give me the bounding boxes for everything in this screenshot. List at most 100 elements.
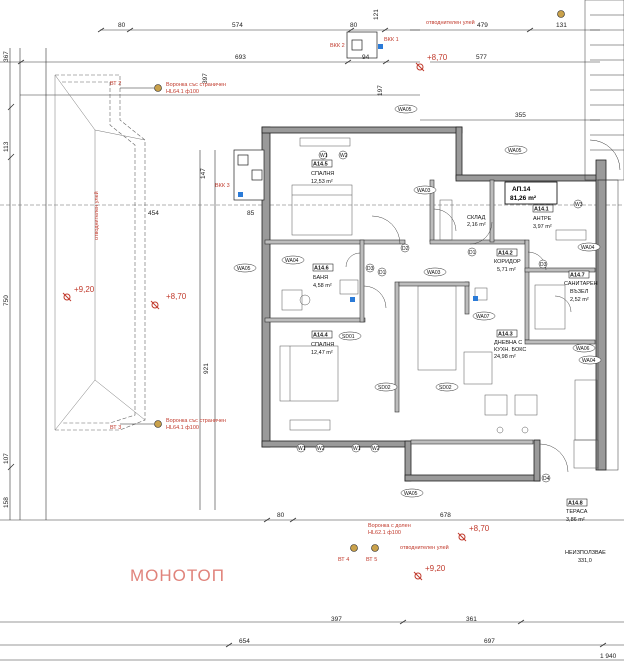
- room-name-storage: СКЛАД: [467, 215, 486, 221]
- svg-text:WA07: WA07: [476, 314, 490, 320]
- room-name-bedroom2: СПАЛНЯ: [311, 342, 334, 348]
- interior-walls: [264, 179, 596, 445]
- room-area-terrace: 3,86 m²: [566, 517, 585, 523]
- vkk-boxes: [233, 31, 378, 201]
- svg-text:113: 113: [3, 141, 10, 152]
- svg-text:WA04: WA04: [285, 258, 299, 264]
- door-swings: [345, 208, 572, 473]
- svg-text:355: 355: [515, 112, 526, 119]
- room-id-entry: А14.1: [534, 207, 549, 213]
- svg-text:W2: W2: [317, 446, 325, 452]
- svg-text:WA05: WA05: [398, 107, 412, 113]
- room-id-bath: А14.6: [314, 266, 329, 272]
- svg-text:W1: W1: [320, 153, 328, 159]
- svg-text:ВТ 2: ВТ 2: [110, 81, 121, 87]
- svg-text:D2: D2: [402, 246, 409, 252]
- svg-text:+8,70: +8,70: [166, 292, 187, 301]
- opening-circles: [296, 150, 583, 483]
- room-id-bedroom2: А14.4: [313, 333, 329, 339]
- room-area-bedroom1: 12,53 m²: [311, 179, 333, 185]
- svg-text:W1: W1: [298, 446, 306, 452]
- room-name2-living: КУХН. БОКС: [494, 347, 526, 353]
- unusable-label: НЕИЗПОЛЗВАЕ: [565, 550, 606, 556]
- svg-text:361: 361: [466, 616, 477, 623]
- equipment-labels: ВКК 1 ВКК 2 ВКК 3 ВТ 2 ВТ 3 ВТ 4 ВТ 5: [110, 37, 399, 563]
- svg-text:750: 750: [3, 295, 10, 306]
- room-id-bedroom1: А14.5: [313, 162, 328, 168]
- svg-text:1 940: 1 940: [600, 653, 617, 660]
- svg-text:W3: W3: [575, 202, 583, 208]
- room-name-corridor: КОРИДОР: [494, 259, 521, 265]
- room-area-living: 24,98 m²: [494, 354, 516, 360]
- room-area-bedroom2: 12,47 m²: [311, 350, 333, 356]
- svg-text:HL62.1 ф100: HL62.1 ф100: [368, 530, 401, 536]
- svg-text:D3: D3: [540, 262, 547, 268]
- svg-text:отводнителен улей: отводнителен улей: [93, 191, 100, 240]
- svg-text:Воронка с долен: Воронка с долен: [368, 523, 411, 529]
- svg-text:WA06: WA06: [576, 346, 590, 352]
- svg-text:ВКК 2: ВКК 2: [330, 43, 345, 49]
- svg-text:654: 654: [239, 638, 250, 645]
- room-name-wc: САНИТАРЕН: [564, 281, 598, 287]
- svg-text:Воронка със страничен: Воронка със страничен: [166, 82, 226, 88]
- svg-text:Воронка със страничен: Воронка със страничен: [166, 418, 226, 424]
- drain-notes: Воронка със страничен HL64.1 ф100 Воронк…: [93, 19, 475, 551]
- room-name2-wc: ВЪЗЕЛ: [570, 289, 589, 295]
- svg-text:80: 80: [350, 22, 358, 29]
- apartment-area: 81,26 m²: [510, 195, 537, 202]
- tag-ovals: [233, 104, 602, 498]
- elevation-labels: +8,70 +9,20 +8,70 +8,70 +9,20: [74, 53, 490, 573]
- svg-text:D1: D1: [379, 270, 386, 276]
- svg-text:D1: D1: [469, 250, 476, 256]
- roof-outline: [0, 74, 624, 431]
- svg-text:W2: W2: [372, 446, 380, 452]
- room-area-bath: 4,58 m²: [313, 283, 332, 289]
- room-name-entry: АНТРЕ: [533, 216, 552, 222]
- room-area-entry: 3,97 m²: [533, 224, 552, 230]
- svg-text:693: 693: [235, 54, 246, 61]
- room-id-terrace: А14.8: [568, 501, 583, 507]
- room-name-bedroom1: СПАЛНЯ: [311, 171, 334, 177]
- svg-text:W1: W1: [353, 446, 361, 452]
- svg-text:W2: W2: [340, 153, 348, 159]
- svg-text:454: 454: [148, 210, 159, 217]
- opening-labels: W1 W2 W1 W2 W1 W2 D2 D3 D1 D1 D3 W3 D4: [298, 153, 583, 482]
- svg-text:отводнителен улей: отводнителен улей: [426, 19, 475, 26]
- exterior-walls: [261, 126, 607, 482]
- svg-text:SD02: SD02: [378, 385, 391, 391]
- room-name-bath: БАНЯ: [313, 275, 328, 281]
- svg-text:479: 479: [477, 22, 488, 29]
- svg-text:ВКК 1: ВКК 1: [384, 37, 399, 43]
- svg-text:HL64.1 ф100: HL64.1 ф100: [166, 425, 199, 431]
- svg-text:ВТ 5: ВТ 5: [366, 557, 377, 563]
- svg-text:94: 94: [362, 54, 370, 61]
- svg-text:+8,70: +8,70: [427, 53, 448, 62]
- apartment-label-box: [504, 181, 558, 205]
- blue-markers: [238, 44, 478, 302]
- svg-text:WA05: WA05: [237, 266, 251, 272]
- svg-text:WA05: WA05: [508, 148, 522, 154]
- svg-text:WA05: WA05: [404, 491, 418, 497]
- roof-hip-lines: [54, 74, 146, 431]
- svg-text:678: 678: [440, 512, 451, 519]
- svg-text:574: 574: [232, 22, 243, 29]
- svg-text:121: 121: [373, 9, 380, 20]
- room-area-wc: 2,52 m²: [570, 297, 589, 303]
- svg-text:ВТ 4: ВТ 4: [338, 557, 349, 563]
- svg-text:SD01: SD01: [342, 334, 355, 340]
- unusable-area: 331,0: [578, 558, 592, 564]
- elevation-markers: [62, 62, 467, 581]
- drain-points: [120, 10, 565, 552]
- svg-text:147: 147: [200, 168, 207, 179]
- svg-text:158: 158: [3, 497, 10, 508]
- svg-text:WA04: WA04: [582, 358, 596, 364]
- svg-text:80: 80: [277, 512, 285, 519]
- room-name-living: ДНЕВНА С: [494, 340, 522, 346]
- room-labels: А14.5 СПАЛНЯ 12,53 m² А14.6 БАНЯ 4,58 m²…: [311, 159, 606, 564]
- stair-block: [584, 0, 624, 471]
- svg-text:577: 577: [476, 54, 487, 61]
- svg-text:+8,70: +8,70: [469, 524, 490, 533]
- svg-text:ВКК 3: ВКК 3: [215, 183, 230, 189]
- dimension-lines: [0, 29, 624, 661]
- svg-text:397: 397: [331, 616, 342, 623]
